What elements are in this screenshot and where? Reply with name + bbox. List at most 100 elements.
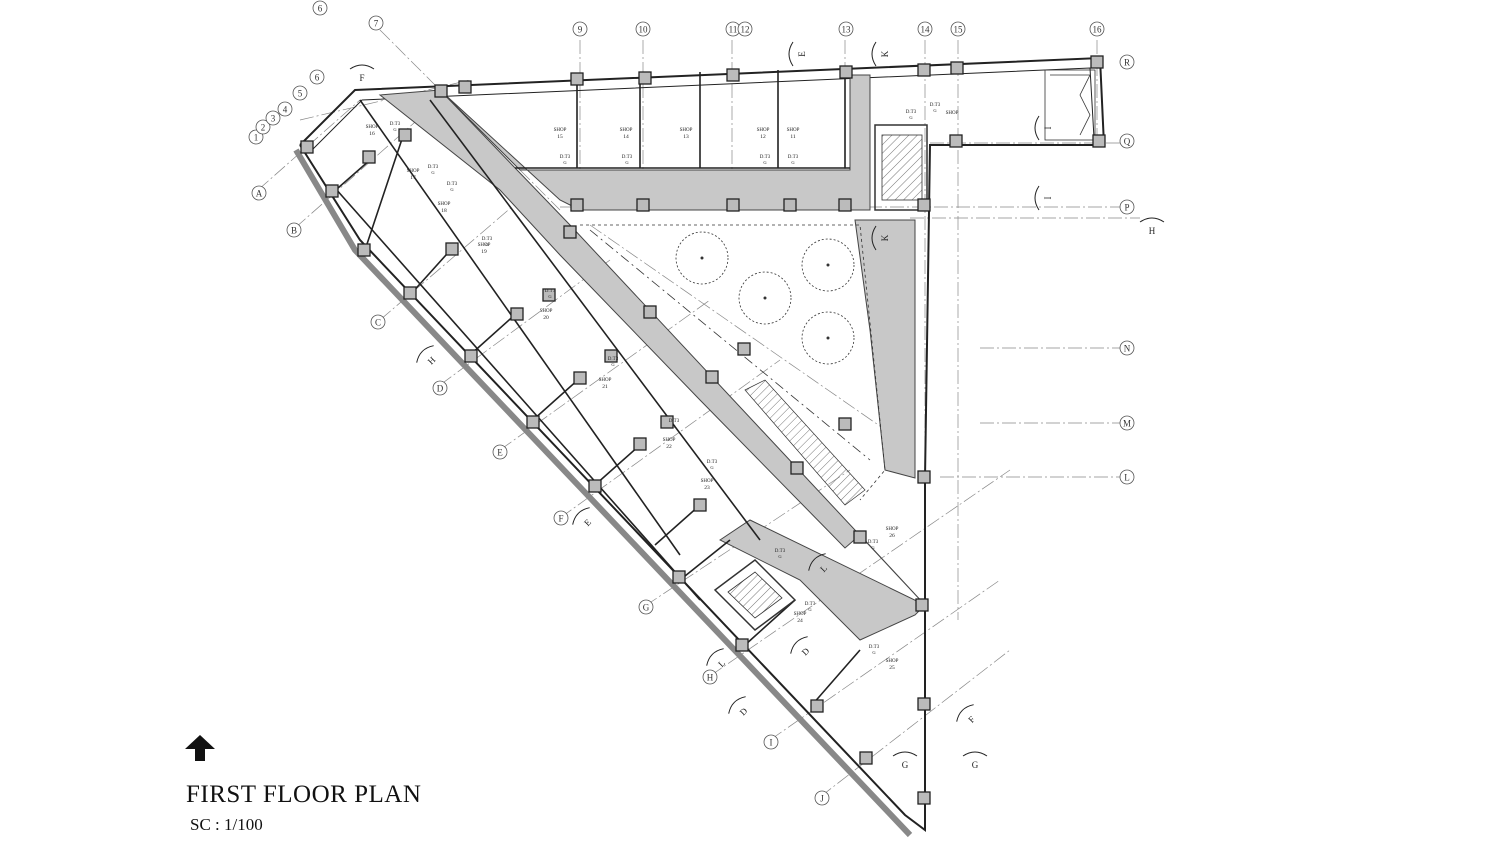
door-tag: D.T3G: [906, 110, 917, 120]
section-label: L: [716, 658, 727, 669]
grid-label: 7: [374, 19, 379, 29]
shop-number: 13: [683, 134, 689, 140]
door-tag-sub: G: [778, 554, 782, 559]
door-tags: D.T3GD.T3GD.T3GD.T3GD.T3GD.T3GD.T3GD.T3G…: [390, 103, 941, 655]
grid-label: 13: [842, 25, 852, 35]
door-tag-sub: G: [871, 545, 875, 550]
grid-bubble: 13: [838, 21, 854, 37]
column: [563, 225, 577, 239]
door-tag-sub: G: [672, 424, 676, 429]
shop-walls: [329, 68, 861, 706]
column: [859, 751, 873, 765]
shop-number: 19: [481, 249, 487, 255]
column: [638, 71, 652, 85]
shop-number: 17: [410, 175, 416, 181]
grid-bubble: P: [1119, 199, 1135, 215]
door-tag: D.T3G: [482, 237, 493, 247]
section-marker: D: [790, 636, 812, 657]
staircase-top: [874, 124, 928, 211]
grid-bubble: C: [370, 314, 386, 330]
shop-number: 25: [889, 665, 895, 671]
column: [737, 342, 751, 356]
grid-label: 4: [283, 105, 288, 115]
column: [643, 305, 657, 319]
door-tag: D.T3G: [622, 155, 633, 165]
door-tag-code: D.T3: [906, 110, 917, 115]
grid-label: I: [770, 738, 773, 748]
shop-number: 16: [369, 131, 375, 137]
column: [917, 63, 931, 77]
grid-label: P: [1124, 203, 1129, 213]
column: [325, 184, 339, 198]
shop-number: 15: [557, 134, 563, 140]
column: [604, 349, 618, 363]
door-tag-sub: G: [450, 187, 454, 192]
grid-label: 12: [741, 25, 750, 35]
shop-name: SHOP: [407, 169, 420, 174]
grid-label: L: [1124, 473, 1130, 483]
door-tag-code: D.T3: [788, 155, 799, 160]
grid-bubble: 2: [255, 119, 271, 135]
drawing-scale: SC : 1/100: [190, 815, 263, 834]
grid-label: J: [820, 794, 824, 804]
column: [950, 61, 964, 75]
section-label: K: [880, 234, 890, 241]
grid-bubble: F: [553, 510, 569, 526]
column: [917, 198, 931, 212]
column: [839, 65, 853, 79]
section-label: D: [738, 705, 750, 717]
section-label: K: [880, 50, 890, 57]
door-tag-code: D.T3: [560, 155, 571, 160]
door-tag: D.T3G: [608, 357, 619, 367]
grid-label: H: [707, 673, 714, 683]
column: [542, 288, 556, 302]
column: [434, 84, 448, 98]
section-label: G: [902, 760, 909, 770]
section-label: F: [966, 714, 977, 725]
column: [660, 415, 674, 429]
door-tag-sub: G: [933, 108, 937, 113]
ramp-stairs: [744, 379, 866, 506]
grid-bubble: 3: [265, 110, 281, 126]
door-tag-sub: G: [393, 127, 397, 132]
section-marker: K: [871, 225, 890, 251]
column: [705, 370, 719, 384]
grid-bubble: M: [1119, 415, 1135, 431]
section-marker: L: [808, 553, 829, 574]
door-tag-sub: G: [563, 160, 567, 165]
section-marker: G: [962, 751, 988, 770]
column: [810, 699, 824, 713]
column: [915, 598, 929, 612]
column: [790, 461, 804, 475]
door-tag-code: D.T3: [545, 289, 556, 294]
column: [838, 417, 852, 431]
door-tag: D.T3G: [447, 182, 458, 192]
section-marker: H: [1139, 217, 1165, 236]
door-tag-code: D.T3: [775, 549, 786, 554]
column: [853, 530, 867, 544]
column: [573, 371, 587, 385]
door-tag-sub: G: [763, 160, 767, 165]
column: [445, 242, 459, 256]
structural-columns: [300, 55, 1106, 805]
column: [570, 72, 584, 86]
grid-label: 9: [578, 25, 583, 35]
section-marker: L: [706, 648, 727, 669]
shop-name: SHOP: [886, 527, 899, 532]
shop-label: SHOP: [946, 111, 959, 116]
grid-label: 10: [639, 25, 649, 35]
section-marker: G: [892, 751, 918, 770]
shop-name: SHOP: [540, 309, 553, 314]
shop-number: 18: [441, 208, 447, 214]
door-tag-sub: G: [611, 362, 615, 367]
grid-label: 11: [729, 25, 738, 35]
section-marker: E: [572, 507, 593, 528]
grid-bubble: N: [1119, 340, 1135, 356]
